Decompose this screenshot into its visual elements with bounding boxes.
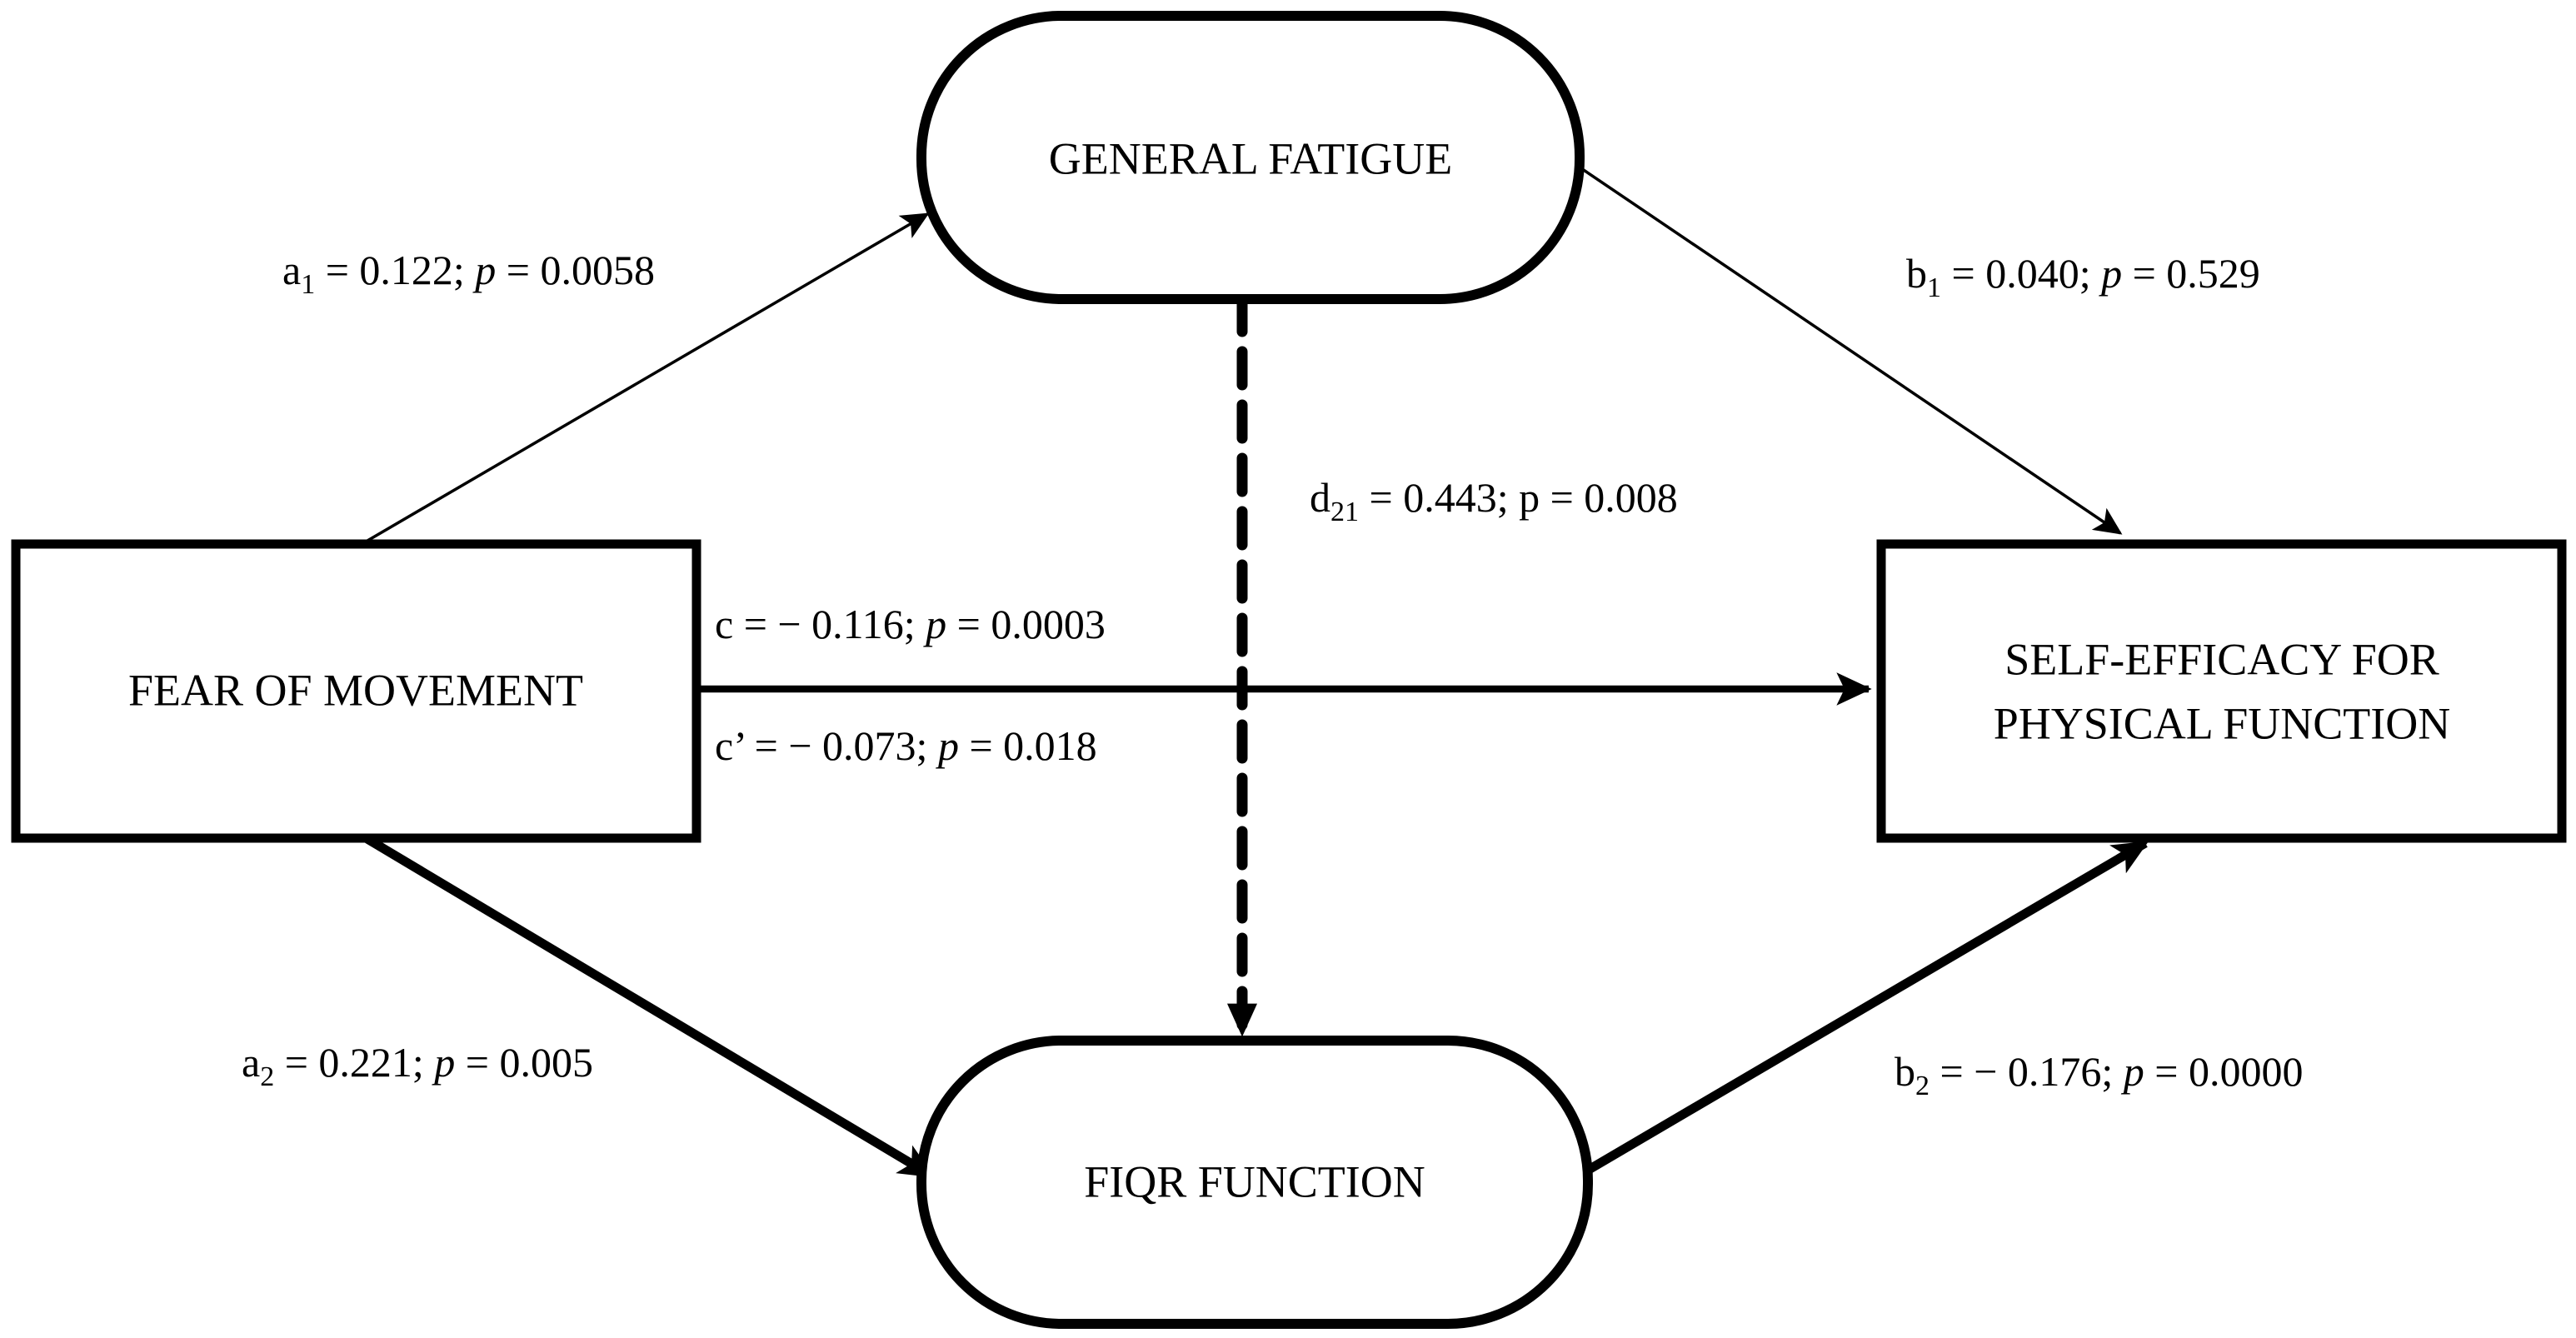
- edge-label-a1: a1 = 0.122; p = 0.0058: [282, 247, 655, 299]
- edge-a1-line: [367, 212, 930, 542]
- label-b1-pvalue: = 0.529: [2122, 250, 2260, 297]
- label-d21-p: p: [1519, 474, 1540, 521]
- svg-text:c’ = − 0.073; p = 0.018: c’ = − 0.073; p = 0.018: [715, 722, 1097, 769]
- label-b2-equals: = − 0.176;: [1930, 1048, 2124, 1095]
- label-a1-symbol: a: [282, 247, 301, 293]
- node-self-efficacy-shape: [1876, 539, 2567, 843]
- label-cprime-p: p: [936, 722, 959, 769]
- node-self-efficacy-label-line2: PHYSICAL FUNCTION: [1994, 698, 2451, 748]
- label-c-p: p: [923, 601, 946, 647]
- label-cprime-symbol: c’: [715, 722, 744, 769]
- edge-label-c: c = − 0.116; p = 0.0003: [715, 601, 1106, 647]
- label-b1-subscript: 1: [1927, 272, 1941, 303]
- label-b1-p: p: [2099, 250, 2122, 297]
- edge-b1-line: [1573, 162, 2123, 535]
- node-self-efficacy-label-line1: SELF-EFFICACY FOR: [2004, 634, 2439, 684]
- svg-text:b2 = − 0.176; p = 0.0000: b2 = − 0.176; p = 0.0000: [1895, 1048, 2304, 1101]
- svg-text:c = − 0.116; p = 0.0003: c = − 0.116; p = 0.0003: [715, 601, 1106, 647]
- label-b1-symbol: b: [1906, 250, 1927, 297]
- label-d21-subscript: 21: [1330, 497, 1359, 527]
- label-a2-symbol: a: [242, 1039, 260, 1086]
- label-cprime-equals: = − 0.073;: [744, 722, 938, 769]
- label-a2-subscript: 2: [260, 1061, 274, 1092]
- label-b2-symbol: b: [1895, 1048, 1915, 1095]
- label-c-symbol: c: [715, 601, 733, 647]
- label-d21-symbol: d: [1310, 474, 1330, 521]
- node-fiqr-function-shape: [916, 1036, 1593, 1329]
- label-b2-pvalue: = 0.0000: [2144, 1048, 2304, 1095]
- label-a1-equals: = 0.122;: [315, 247, 475, 293]
- edge-b2-line: [1576, 839, 2149, 1180]
- label-c-pvalue: = 0.0003: [946, 601, 1106, 647]
- svg-text:a1 = 0.122; p = 0.0058: a1 = 0.122; p = 0.0058: [282, 247, 655, 299]
- label-a1-pvalue: = 0.0058: [496, 247, 655, 293]
- svg-text:b1 = 0.040; p = 0.529: b1 = 0.040; p = 0.529: [1906, 250, 2260, 302]
- label-a2-pvalue: = 0.005: [455, 1039, 593, 1086]
- node-fiqr-function[interactable]: FIQR FUNCTION: [916, 1036, 1593, 1329]
- label-c-equals: = − 0.116;: [733, 601, 926, 647]
- edge-label-c-prime: c’ = − 0.073; p = 0.018: [715, 722, 1097, 769]
- edge-label-b1: b1 = 0.040; p = 0.529: [1906, 250, 2260, 302]
- node-general-fatigue[interactable]: GENERAL FATIGUE: [916, 11, 1585, 304]
- node-fear-of-movement[interactable]: FEAR OF MOVEMENT: [11, 539, 701, 843]
- node-fear-of-movement-shape: [11, 539, 701, 843]
- edge-label-b2: b2 = − 0.176; p = 0.0000: [1895, 1048, 2304, 1101]
- node-fiqr-function-label: FIQR FUNCTION: [1084, 1156, 1425, 1206]
- label-a2-equals: = 0.221;: [274, 1039, 434, 1086]
- svg-text:a2 = 0.221; p = 0.005: a2 = 0.221; p = 0.005: [242, 1039, 593, 1091]
- edge-a2-line: [365, 835, 936, 1180]
- label-d21-pvalue: = 0.008: [1540, 474, 1678, 521]
- svg-text:d21 = 0.443; p = 0.008: d21 = 0.443; p = 0.008: [1310, 474, 1678, 527]
- label-d21-equals: = 0.443;: [1359, 474, 1519, 521]
- node-general-fatigue-shape: [916, 11, 1585, 304]
- label-a1-p: p: [472, 247, 496, 293]
- label-a1-subscript: 1: [301, 269, 315, 300]
- node-general-fatigue-label: GENERAL FATIGUE: [1049, 133, 1452, 183]
- edge-label-d21: d21 = 0.443; p = 0.008: [1310, 474, 1678, 527]
- label-cprime-pvalue: = 0.018: [959, 722, 1097, 769]
- label-b2-p: p: [2121, 1048, 2144, 1095]
- node-self-efficacy[interactable]: SELF-EFFICACY FOR PHYSICAL FUNCTION: [1876, 539, 2567, 843]
- edge-label-a2: a2 = 0.221; p = 0.005: [242, 1039, 593, 1091]
- node-fear-of-movement-label: FEAR OF MOVEMENT: [128, 665, 583, 715]
- label-b2-subscript: 2: [1915, 1071, 1930, 1101]
- label-a2-p: p: [432, 1039, 455, 1086]
- label-b1-equals: = 0.040;: [1941, 250, 2101, 297]
